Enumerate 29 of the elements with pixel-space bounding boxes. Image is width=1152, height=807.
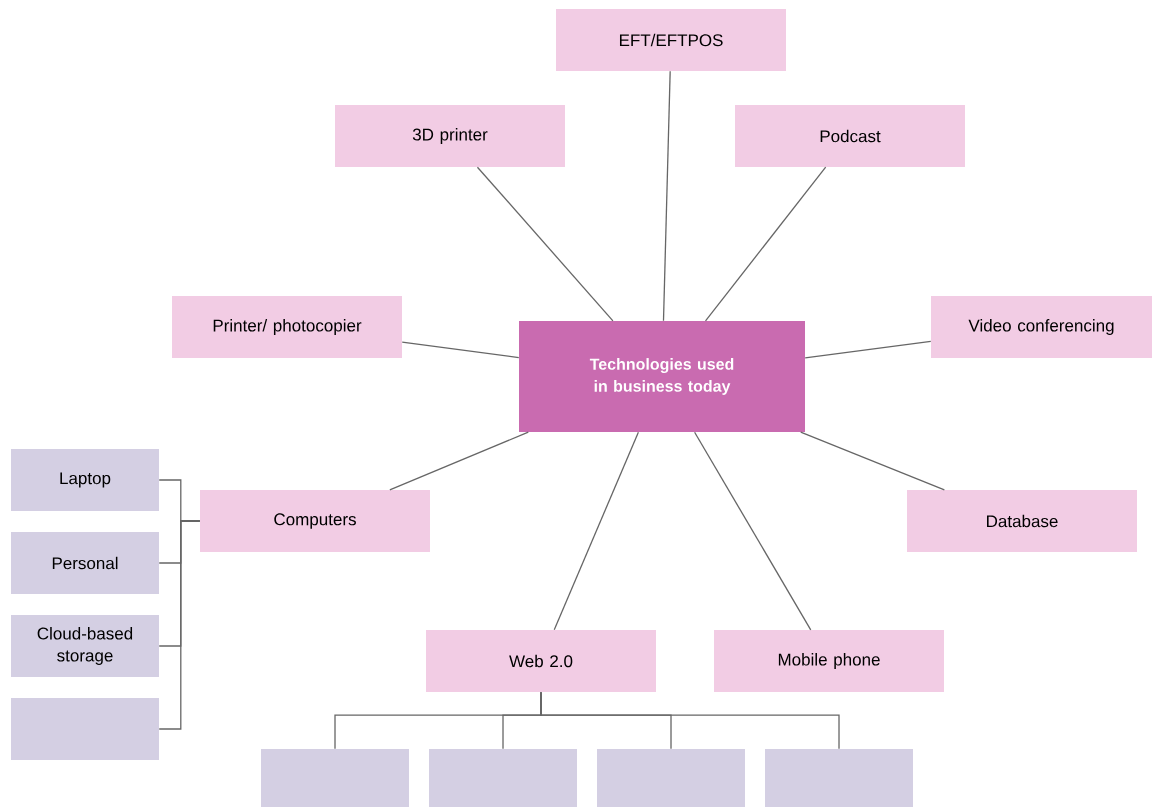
item-box: Personal (11, 532, 159, 594)
item-box (261, 749, 409, 807)
connector-line (476, 166, 614, 322)
connector-line (553, 431, 640, 631)
item-box (11, 698, 159, 760)
item-box (429, 749, 577, 807)
connector-line (389, 431, 529, 491)
main-topic-box: Technologies used in business today (519, 321, 805, 432)
connector-line (401, 341, 520, 359)
connector-line (158, 520, 201, 730)
topic-box: Podcast (735, 105, 965, 167)
topic-box: 3D printer (335, 105, 565, 167)
connector-line (540, 691, 840, 750)
connector-line (662, 70, 671, 322)
topic-box: Web 2.0 (426, 630, 656, 692)
connector-line (800, 431, 945, 491)
topic-box: Computers (200, 490, 430, 552)
topic-box: Video conferencing (931, 296, 1152, 358)
connector-line (804, 340, 932, 359)
topic-box: Database (907, 490, 1137, 552)
topic-box: Printer/ photocopier (172, 296, 402, 358)
topic-box: EFT/EFTPOS (556, 9, 786, 71)
item-box (765, 749, 913, 807)
item-box: Laptop (11, 449, 159, 511)
topic-box: Mobile phone (714, 630, 944, 692)
item-box (597, 749, 745, 807)
connector-line (704, 166, 827, 322)
connector-line (693, 431, 812, 631)
item-box: Cloud-based storage (11, 615, 159, 677)
